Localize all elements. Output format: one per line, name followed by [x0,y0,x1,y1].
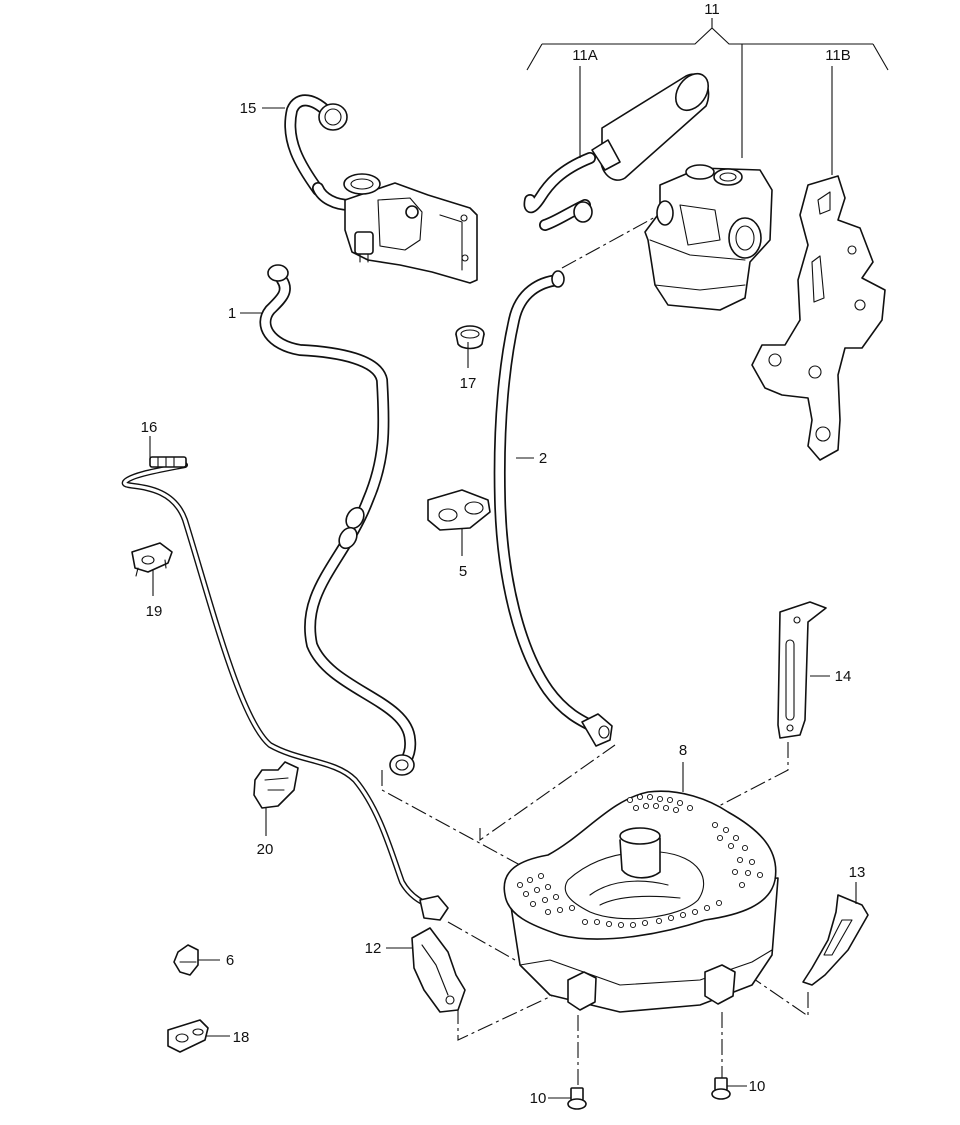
part-13-bracket [802,894,869,986]
part-6-clip [173,944,199,976]
label-part-13: 13 [849,864,866,881]
part-5-double-clip [427,489,491,531]
part-17-clamp-ring [455,325,485,350]
part-10-screw-left [567,1087,587,1110]
label-part-14: 14 [835,668,852,685]
part-20-clip [253,761,299,809]
part-labels: 11 11A 11B 15 1 17 2 5 16 19 20 8 14 13 … [141,1,866,1107]
label-part-10-left: 10 [530,1090,547,1107]
label-part-11: 11 [704,1,720,18]
label-part-15: 15 [240,100,257,117]
part-18-double-clip [167,1019,209,1053]
label-part-16: 16 [141,419,158,436]
leader-lines [149,18,889,1099]
part-16-pipe [121,456,449,921]
label-part-10-right: 10 [749,1078,766,1095]
part-11b-mounting-bracket [751,175,886,461]
label-part-20: 20 [257,841,274,858]
perforation-dots [516,793,764,929]
part-14-bracket [777,601,827,739]
label-part-1: 1 [228,305,236,322]
label-part-8: 8 [679,742,687,759]
part-12-bracket [411,927,466,1013]
label-part-5: 5 [459,563,467,580]
label-part-12: 12 [365,940,382,957]
part-11-pump-body [644,164,773,311]
part-2-hose [493,270,613,747]
label-part-2: 2 [539,450,547,467]
label-part-19: 19 [146,603,163,620]
label-part-6: 6 [226,952,234,969]
label-part-11a: 11A [572,47,598,64]
part-19-clip [131,542,173,577]
part-1-hose [259,264,417,776]
assembly-lines [381,209,809,1085]
label-part-11b: 11B [825,47,851,64]
part-8-silencer-housing [503,790,779,1013]
label-part-17: 17 [460,375,477,392]
part-11a-filter-canister [523,72,710,231]
part-10-screw-right [711,1077,731,1100]
part-15-valve-with-hose [284,94,478,284]
label-part-18: 18 [233,1029,250,1046]
